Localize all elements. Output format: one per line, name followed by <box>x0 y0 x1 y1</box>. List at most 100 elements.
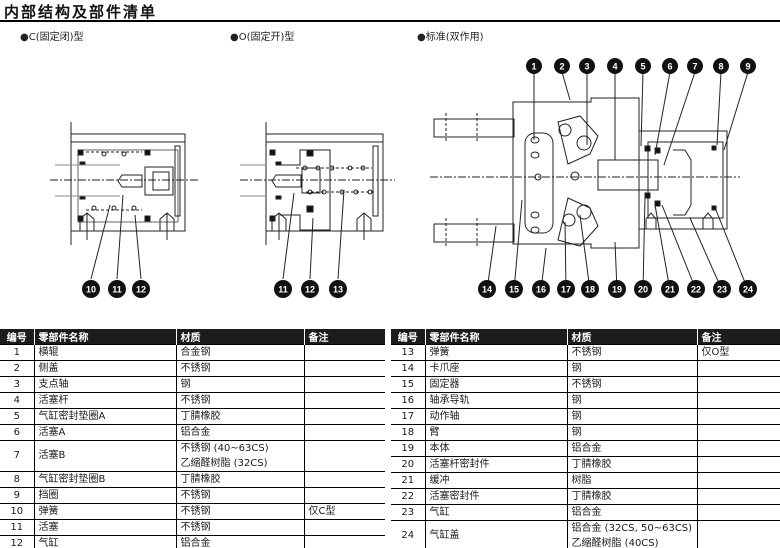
svg-text:12: 12 <box>305 285 315 295</box>
callout-4: 4 <box>607 58 623 74</box>
material-line: 乙缩醛树脂 (32CS) <box>180 458 268 469</box>
material-line: 不锈钢 <box>180 490 211 501</box>
part-name: 活塞 <box>33 519 177 536</box>
part-material: 铝合金 <box>566 440 698 457</box>
svg-text:14: 14 <box>482 285 492 295</box>
callout-8: 8 <box>713 58 729 74</box>
part-remark <box>303 519 385 536</box>
callout-19: 19 <box>608 280 626 298</box>
svg-text:9: 9 <box>745 62 750 72</box>
part-number: 3 <box>0 376 35 393</box>
cross-section-diagrams: 10 11 12 11 12 13 1 2 3 4 5 6 7 8 9 14 1… <box>50 58 757 298</box>
part-material: 钢 <box>175 376 305 393</box>
part-remark <box>696 456 780 473</box>
material-line: 丁腈橡胶 <box>180 411 221 422</box>
part-material: 不锈钢 (40~63CS)乙缩醛树脂 (32CS) <box>175 440 305 472</box>
part-number: 9 <box>0 487 35 504</box>
material-line: 丁腈橡胶 <box>571 491 612 502</box>
part-material: 铝合金 <box>566 504 698 521</box>
material-line: 不锈钢 <box>571 347 602 358</box>
callout-12: 12 <box>132 280 150 298</box>
part-number: 10 <box>0 503 35 520</box>
callout-16: 16 <box>532 280 550 298</box>
part-number: 2 <box>0 360 35 377</box>
callout-11: 11 <box>274 280 292 298</box>
svg-text:19: 19 <box>612 285 622 295</box>
callout-15: 15 <box>505 280 523 298</box>
header-no: 编号 <box>391 329 426 345</box>
callout-21: 21 <box>661 280 679 298</box>
part-material: 钢 <box>566 408 698 425</box>
part-remark <box>696 408 780 425</box>
part-remark <box>696 488 780 505</box>
caption-o-type: ●O(固定开)型 <box>230 32 295 43</box>
svg-text:22: 22 <box>691 285 701 295</box>
material-line: 不锈钢 <box>180 363 211 374</box>
svg-text:18: 18 <box>585 285 595 295</box>
callout-17: 17 <box>557 280 575 298</box>
svg-text:15: 15 <box>509 285 519 295</box>
part-name: 弹簧 <box>33 503 177 520</box>
part-number: 22 <box>391 488 426 505</box>
callouts-o-type: 11 12 13 <box>274 280 347 298</box>
part-material: 不锈钢 <box>175 503 305 520</box>
part-number: 4 <box>0 392 35 409</box>
part-name: 挡圈 <box>33 487 177 504</box>
part-name: 臂 <box>424 424 568 441</box>
callout-11: 11 <box>108 280 126 298</box>
material-line: 铝合金 <box>180 427 211 438</box>
part-material: 合金钢 <box>175 344 305 361</box>
part-remark <box>303 424 385 441</box>
part-number: 23 <box>391 504 426 521</box>
callout-24: 24 <box>739 280 757 298</box>
part-remark <box>696 472 780 489</box>
part-material: 丁腈橡胶 <box>566 456 698 473</box>
svg-text:12: 12 <box>136 285 146 295</box>
part-remark <box>303 344 385 361</box>
material-line: 钢 <box>571 395 582 406</box>
part-material: 不锈钢 <box>566 344 698 361</box>
material-line: 乙缩醛树脂 (40CS) <box>571 538 659 548</box>
part-name: 气缸 <box>424 504 568 521</box>
material-line: 不锈钢 <box>571 379 602 390</box>
callout-13: 13 <box>329 280 347 298</box>
part-remark <box>303 392 385 409</box>
callout-22: 22 <box>687 280 705 298</box>
part-material: 不锈钢 <box>175 487 305 504</box>
part-name: 气缸 <box>33 535 177 548</box>
part-name: 活塞A <box>33 424 177 441</box>
part-remark <box>696 520 780 548</box>
svg-text:11: 11 <box>112 285 122 295</box>
part-number: 16 <box>391 392 426 409</box>
material-line: 丁腈橡胶 <box>571 459 612 470</box>
caption-c-type: ●C(固定闭)型 <box>20 32 84 43</box>
material-line: 不锈钢 <box>180 522 211 533</box>
part-number: 24 <box>391 520 426 548</box>
callout-2: 2 <box>554 58 570 74</box>
callout-20: 20 <box>634 280 652 298</box>
svg-text:23: 23 <box>717 285 727 295</box>
part-name: 支点轴 <box>33 376 177 393</box>
part-name: 缓冲 <box>424 472 568 489</box>
header-name: 零部件名称 <box>425 329 568 345</box>
header-no: 编号 <box>0 329 35 345</box>
header-material: 材质 <box>176 329 305 345</box>
part-name: 活塞密封件 <box>424 488 568 505</box>
svg-text:17: 17 <box>561 285 571 295</box>
part-number: 8 <box>0 471 35 488</box>
part-name: 固定器 <box>424 376 568 393</box>
header-remark: 备注 <box>697 329 780 345</box>
part-number: 1 <box>0 344 35 361</box>
